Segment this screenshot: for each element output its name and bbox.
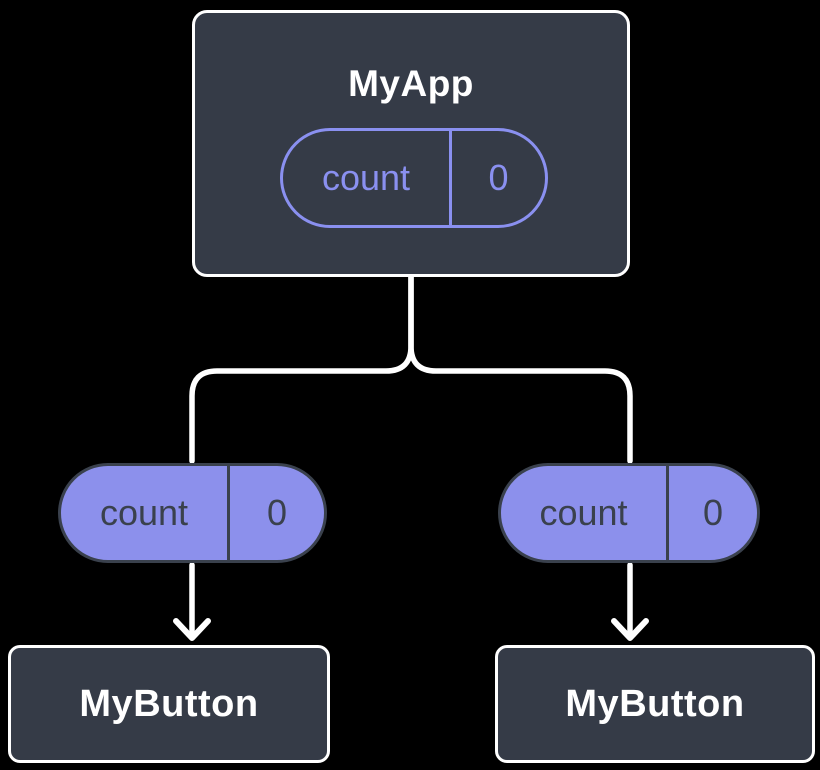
branch-right-line <box>408 274 633 464</box>
node-myapp: MyApp count 0 <box>192 10 630 277</box>
prop-pill-right: count 0 <box>498 463 760 563</box>
node-myapp-title: MyApp <box>348 63 474 104</box>
node-mybutton-right-title: MyButton <box>565 682 745 725</box>
state-name-label: count <box>283 131 452 225</box>
prop-name-label: count <box>501 466 669 560</box>
prop-pill-left: count 0 <box>58 463 327 563</box>
prop-value-label: 0 <box>266 492 288 533</box>
node-mybutton-left-title: MyButton <box>79 682 259 725</box>
node-mybutton-right: MyButton <box>495 645 815 763</box>
prop-name-label: count <box>61 466 230 560</box>
node-mybutton-left: MyButton <box>8 645 330 763</box>
arrow-right-head-icon <box>611 618 649 641</box>
arrow-left-head-icon <box>173 618 211 641</box>
state-value-label: 0 <box>488 157 509 198</box>
prop-value-label: 0 <box>702 492 724 533</box>
state-pill-myapp: count 0 <box>280 128 548 228</box>
branch-left-line <box>189 274 414 464</box>
